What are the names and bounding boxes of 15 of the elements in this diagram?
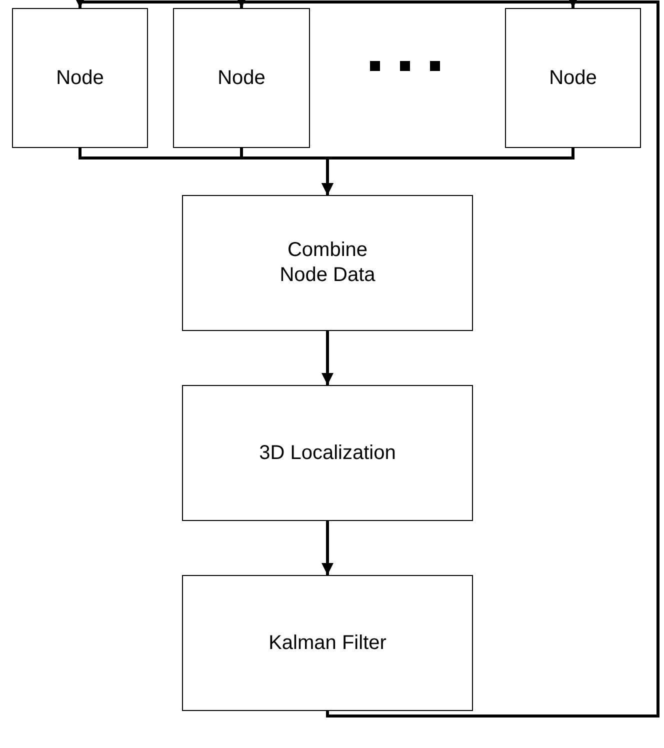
box-label: Node: [548, 66, 598, 90]
process-box: [505, 8, 641, 148]
box-label: Kalman Filter: [268, 630, 388, 656]
process-box: [182, 385, 473, 521]
box-label: 3D Localization: [258, 440, 397, 466]
box-label: Node: [216, 66, 266, 90]
process-box: [12, 8, 148, 148]
box-label: Combine Node Data: [278, 238, 376, 288]
connector-arrow: [322, 331, 334, 385]
connector-arrow: [322, 521, 334, 575]
process-box: [182, 575, 473, 711]
process-box: [182, 195, 473, 331]
connector-arrow: [322, 148, 574, 195]
process-box: [173, 8, 310, 148]
box-label: Node: [55, 66, 105, 90]
